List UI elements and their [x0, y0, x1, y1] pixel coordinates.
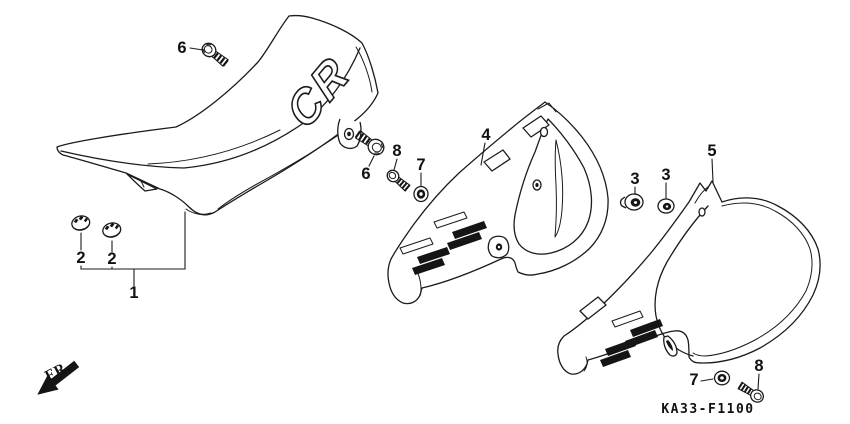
cover4-step-block-lower [483, 149, 511, 172]
callout-7-bottom[interactable]: 7 [689, 371, 698, 389]
callout-6-top[interactable]: 6 [177, 39, 186, 57]
cover5-vent-ridge [611, 310, 644, 328]
cover4-outline [387, 101, 609, 305]
cover4-ear-hole-center [497, 245, 501, 249]
bolt-8-bottom-icon [737, 381, 765, 403]
bolt-6-rear-icon [354, 130, 385, 156]
leader-lines [80, 47, 760, 390]
washer-7-bottom-icon [713, 370, 731, 386]
cover4-opening-sliver [554, 139, 564, 238]
seat-rear-edge-inner-line [355, 46, 373, 93]
seat-bracket-tab-tick [140, 180, 145, 188]
cover5-tab-inner-line [694, 185, 710, 204]
callout-1[interactable]: 1 [129, 284, 138, 302]
callout-3-right[interactable]: 3 [661, 166, 670, 184]
seat-skirt-inner-line [185, 208, 212, 215]
cover5-outline [557, 180, 821, 375]
seat-mount-hole-center [347, 131, 351, 137]
front-arrow-icon [37, 360, 80, 395]
callout-7-mid[interactable]: 7 [416, 156, 425, 174]
cover5-hole-top [698, 207, 706, 217]
callout-4[interactable]: 4 [481, 126, 491, 144]
front-direction-indicator: FR. [37, 358, 80, 395]
cover4-peak-notch [537, 102, 557, 113]
cover4-vent-ridges [399, 211, 468, 255]
grommet-3-left-icon [619, 193, 644, 211]
bolt-8-mid-icon [386, 169, 411, 192]
cover4-step-block-upper [522, 115, 550, 138]
cover5-lip-inner-line [583, 356, 588, 372]
cover4-opening [513, 118, 593, 255]
bolt-6-top-icon [201, 42, 229, 67]
cover5-vent-slots [600, 319, 663, 367]
callout-2-right[interactable]: 2 [107, 250, 116, 268]
callout-6-rear[interactable]: 6 [361, 165, 370, 183]
cover5-hook-shadow [666, 340, 673, 351]
seat-top-sweep-line [60, 47, 361, 169]
seat-sweep-companion-line [147, 129, 281, 165]
seat-lower-inner-line [217, 126, 351, 210]
callout-8-bottom[interactable]: 8 [754, 357, 763, 375]
side-cover-left [387, 101, 609, 305]
callout-8-mid[interactable]: 8 [392, 142, 401, 160]
grommet-3-right-icon [657, 198, 675, 214]
cover4-hole-mid-center [535, 183, 539, 187]
diagram-code: KA33-F1100 [661, 402, 754, 417]
seat-assembly: CR [56, 14, 379, 216]
cover4-vent-slots [412, 221, 487, 275]
cover5-inner-parallel-line [692, 202, 813, 357]
side-cover-right [557, 180, 821, 375]
cover5-step-block [579, 296, 607, 320]
callout-2-left[interactable]: 2 [76, 249, 85, 267]
grommet-2-right-icon [102, 222, 122, 238]
grommet-2-left-icon [71, 215, 91, 231]
cover5-opening-line [654, 205, 709, 357]
washer-7-mid-icon [413, 185, 429, 203]
callout-3-left[interactable]: 3 [630, 170, 639, 188]
cover4-hole-top [539, 126, 549, 138]
callout-5[interactable]: 5 [707, 142, 716, 160]
